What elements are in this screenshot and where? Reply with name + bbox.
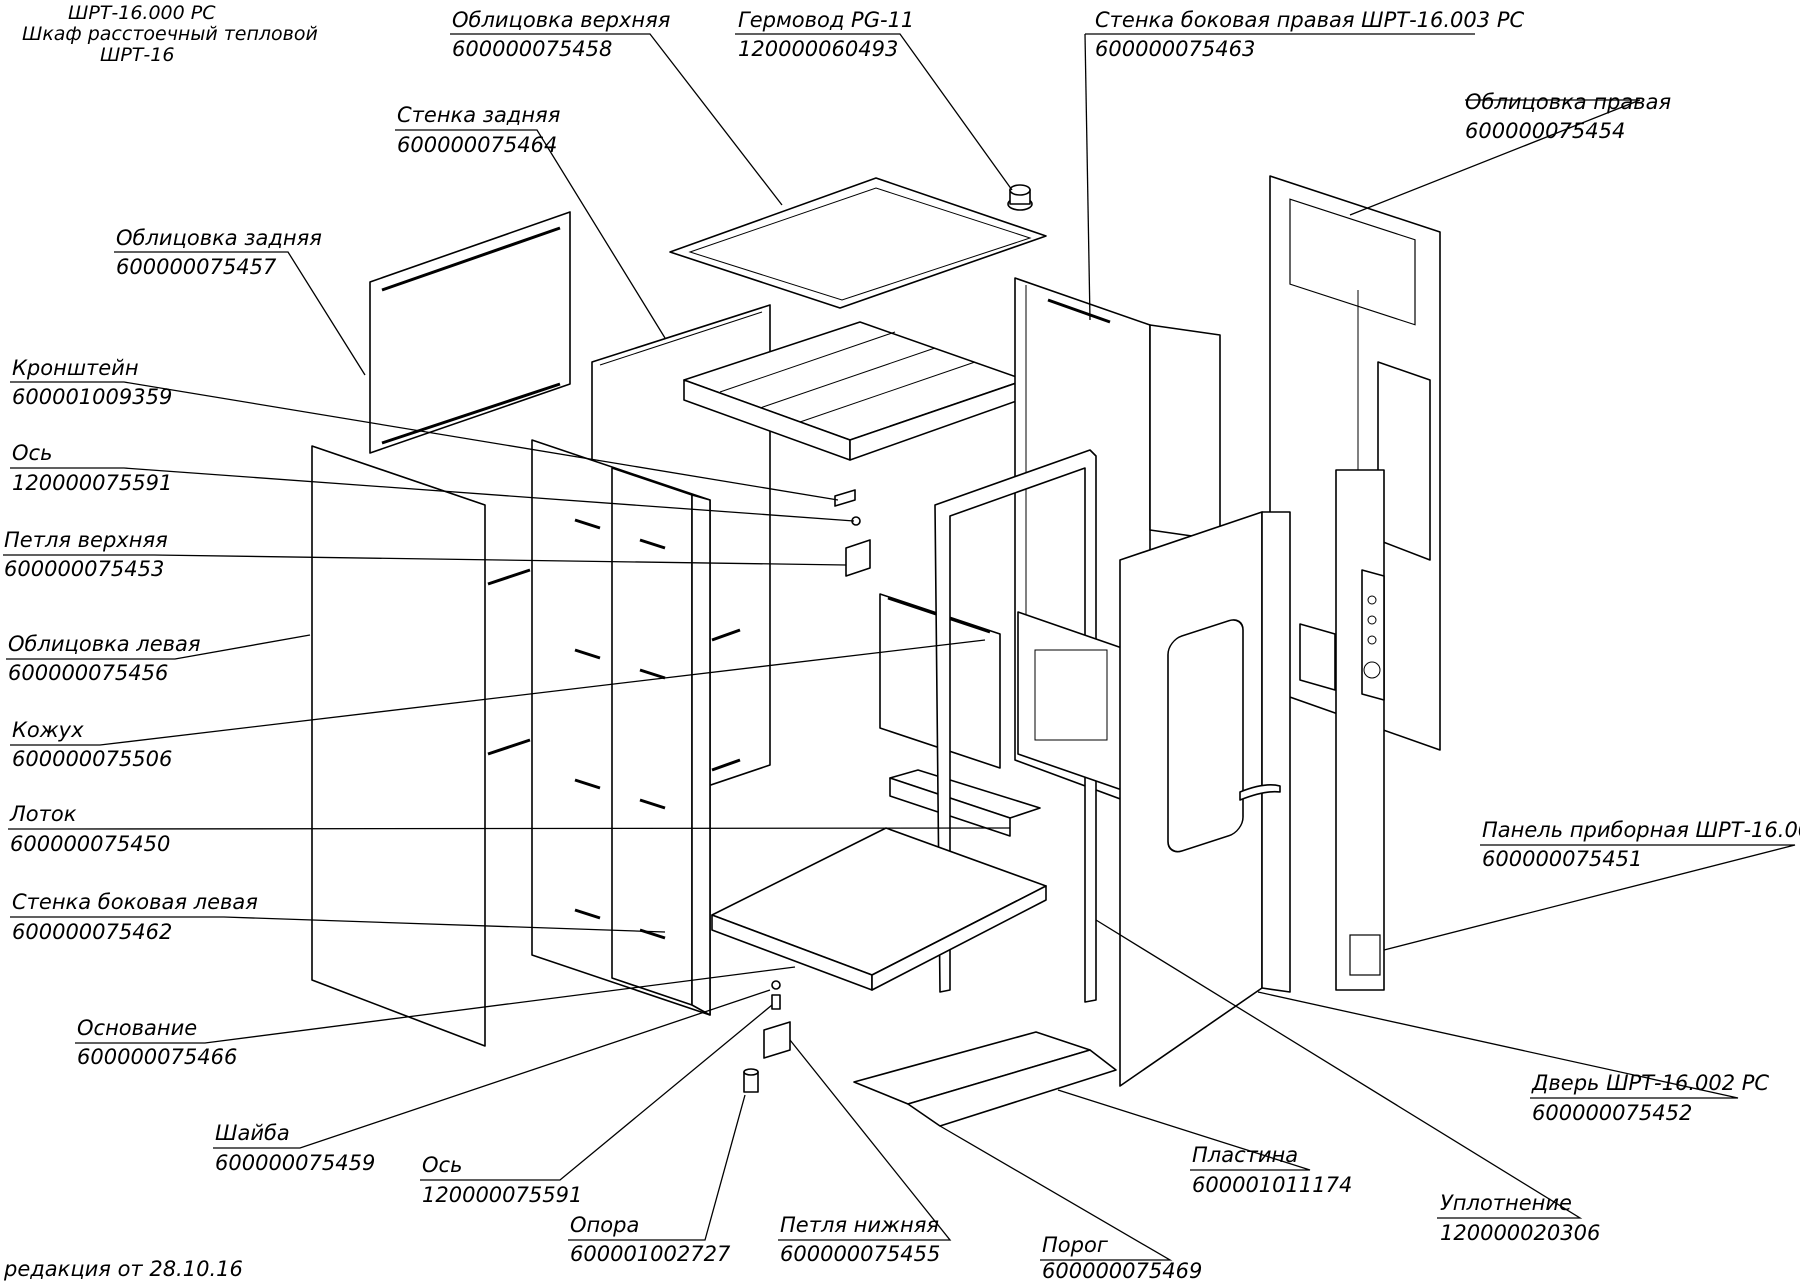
callout-code: 600000075459	[215, 1151, 375, 1175]
part-door	[1119, 511, 1291, 1087]
callout-back-wall: Стенка задняя 600000075464	[397, 103, 560, 157]
callout-left-side-wall: Стенка боковая левая 600000075462	[12, 890, 258, 944]
callout-name: Стенка боковая левая	[12, 890, 258, 914]
callout-code: 600001002727	[570, 1242, 731, 1266]
callout-door: Дверь ШРТ-16.002 РС 600000075452	[1531, 1071, 1769, 1125]
part-top-frame	[683, 321, 1026, 461]
callout-control-panel: Панель приборная ШРТ-16.001 РС 600000075…	[1482, 818, 1800, 871]
callout-name: Стенка задняя	[397, 103, 560, 127]
callout-support: Опора 600001002727	[570, 1213, 731, 1266]
callout-code: 600000075466	[77, 1045, 237, 1069]
callout-name: Стенка боковая правая ШРТ-16.003 РС	[1095, 8, 1524, 32]
header-line-2: Шкаф расстоечный тепловой	[22, 23, 318, 45]
callout-code: 600000075457	[116, 255, 277, 279]
callout-cable-gland: Гермовод PG-11 120000060493	[738, 8, 914, 61]
callout-code: 120000020306	[1440, 1221, 1600, 1245]
callout-name: Облицовка верхняя	[452, 8, 670, 32]
part-tray	[889, 769, 1041, 837]
callout-top-cladding: Облицовка верхняя 600000075458	[452, 8, 670, 61]
callout-code: 600000075450	[10, 832, 170, 856]
callout-right-side-wall: Стенка боковая правая ШРТ-16.003 РС 6000…	[1095, 8, 1524, 61]
callout-threshold: Порог 600000075469	[1042, 1233, 1202, 1281]
callout-code: 600000075506	[12, 747, 172, 771]
callout-code: 600000075453	[4, 557, 164, 581]
callout-name: Опора	[570, 1213, 639, 1237]
callout-left-cladding: Облицовка левая 600000075456	[8, 632, 201, 685]
header-line-1: ШРТ-16.000 РС	[68, 2, 216, 24]
part-left-side-wall	[531, 439, 741, 1016]
callout-name: Дверь ШРТ-16.002 РС	[1531, 1071, 1769, 1095]
part-control-panel	[1335, 469, 1385, 991]
callout-code: 120000075591	[12, 471, 172, 495]
callout-name: Порог	[1042, 1233, 1109, 1257]
part-left-cladding	[311, 445, 531, 1047]
callout-code: 120000075591	[422, 1183, 582, 1207]
leader-lines	[3, 33, 1796, 1261]
callout-code: 600000075462	[12, 920, 172, 944]
callout-name: Лоток	[9, 802, 77, 826]
callout-code: 600000075456	[8, 661, 168, 685]
callout-name: Ось	[422, 1153, 462, 1177]
callout-code: 120000060493	[738, 37, 898, 61]
callout-name: Петля нижняя	[780, 1213, 939, 1237]
part-right-cladding	[1269, 175, 1441, 751]
callout-code: 600000075452	[1532, 1101, 1692, 1125]
callout-tray: Лоток 600000075450	[9, 802, 170, 856]
callout-labels: Облицовка верхняя 600000075458 Гермовод …	[4, 8, 1800, 1281]
callout-bracket: Кронштейн 600001009359	[12, 356, 172, 409]
part-back-cladding	[369, 211, 571, 454]
callout-back-cladding: Облицовка задняя 600000075457	[116, 226, 322, 279]
part-small-hardware-bottom	[743, 980, 791, 1093]
callout-hinge-bottom: Петля нижняя 600000075455	[780, 1213, 940, 1266]
callout-washer: Шайба 600000075459	[215, 1121, 375, 1175]
header-line-3: ШРТ-16	[100, 44, 174, 66]
callout-name: Шайба	[215, 1121, 290, 1145]
callout-code: 600001011174	[1192, 1173, 1352, 1197]
callout-name: Уплотнение	[1440, 1191, 1572, 1215]
callout-name: Облицовка левая	[8, 632, 201, 656]
callout-code: 600000075451	[1482, 847, 1642, 871]
callout-gasket: Уплотнение 120000020306	[1440, 1191, 1600, 1245]
callout-name: Основание	[77, 1016, 197, 1040]
callout-name: Кронштейн	[12, 356, 139, 380]
callout-name: Панель приборная ШРТ-16.001 РС	[1482, 818, 1800, 842]
callout-code: 600000075463	[1095, 37, 1255, 61]
callout-name: Кожух	[12, 718, 84, 742]
drawing-header: ШРТ-16.000 РС Шкаф расстоечный тепловой …	[22, 2, 318, 66]
callout-code: 600000075464	[397, 133, 557, 157]
callout-hinge-top: Петля верхняя 600000075453	[4, 528, 168, 581]
callout-name: Пластина	[1192, 1143, 1298, 1167]
callout-code: 600000075455	[780, 1242, 940, 1266]
part-threshold-plate	[853, 1031, 1117, 1127]
callout-name: Облицовка задняя	[116, 226, 322, 250]
callout-plate: Пластина 600001011174	[1192, 1143, 1352, 1197]
callout-code: 600000075454	[1465, 119, 1625, 143]
callout-axis-bottom: Ось 120000075591	[422, 1153, 582, 1207]
edition-note: редакция от 28.10.16	[3, 1257, 243, 1281]
callout-name: Облицовка правая	[1465, 90, 1671, 114]
callout-axis-top: Ось 120000075591	[12, 441, 172, 495]
callout-code: 600000075458	[452, 37, 612, 61]
parts	[311, 175, 1441, 1127]
callout-name: Петля верхняя	[4, 528, 168, 552]
callout-base: Основание 600000075466	[77, 1016, 237, 1069]
callout-code: 600001009359	[12, 385, 172, 409]
callout-name: Гермовод PG-11	[738, 8, 914, 32]
callout-right-cladding: Облицовка правая 600000075454	[1465, 90, 1671, 143]
callout-name: Ось	[12, 441, 52, 465]
callout-code: 600000075469	[1042, 1259, 1202, 1281]
part-base	[711, 827, 1047, 991]
part-cable-gland	[1007, 184, 1033, 211]
part-small-hardware-top	[834, 489, 871, 577]
part-top-cladding	[669, 177, 1047, 309]
callout-casing: Кожух 600000075506	[12, 718, 172, 771]
